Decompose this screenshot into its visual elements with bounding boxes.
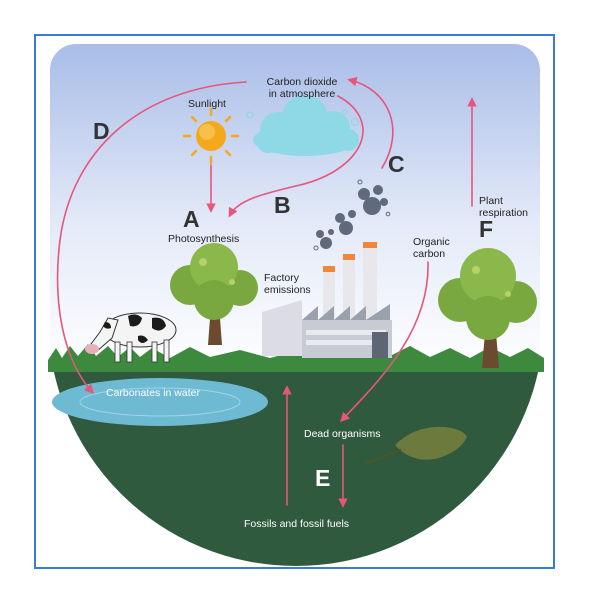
pond-ripple	[79, 387, 241, 417]
smoke-puffs	[316, 185, 388, 249]
tree-right	[438, 248, 537, 368]
pond	[52, 378, 268, 426]
letter-d: D	[93, 118, 110, 144]
factory-icon	[262, 242, 392, 358]
dead-organisms-label: Dead organisms	[304, 428, 381, 440]
tree-left	[170, 243, 258, 345]
carbonates-label: Carbonates in water	[106, 387, 200, 399]
sunlight-label: Sunlight	[188, 98, 226, 110]
letter-f: F	[479, 216, 494, 242]
arrow-co2-to-carbonates	[56, 81, 247, 395]
letter-c: C	[388, 151, 405, 177]
cloud-bubbles	[246, 109, 360, 127]
arrow-organic-carbon-to-dead-organisms	[340, 261, 429, 423]
smoke-dots	[313, 179, 391, 251]
photosynthesis-label: Photosynthesis	[168, 233, 240, 245]
letter-e: E	[315, 465, 331, 491]
sun-icon	[182, 107, 240, 165]
fossils-label: Fossils and fossil fuels	[244, 518, 350, 530]
arrow-co2-to-photosynthesis	[228, 95, 364, 218]
cloud-icon	[253, 95, 359, 156]
letter-b: B	[274, 192, 291, 218]
factory-label: Factory emissions	[264, 272, 311, 296]
co2-label: Carbon dioxide in atmosphere	[266, 76, 338, 100]
diagram-frame	[34, 34, 555, 569]
plant-respiration-label: Plant respiration	[479, 195, 529, 219]
letter-a: A	[183, 206, 200, 232]
arrow-factory-to-co2	[347, 76, 394, 169]
grass-strip	[48, 344, 544, 372]
organic-carbon-label: Organic carbon	[413, 236, 450, 260]
cow-icon	[85, 312, 177, 363]
dead-organism-icon	[363, 426, 467, 466]
